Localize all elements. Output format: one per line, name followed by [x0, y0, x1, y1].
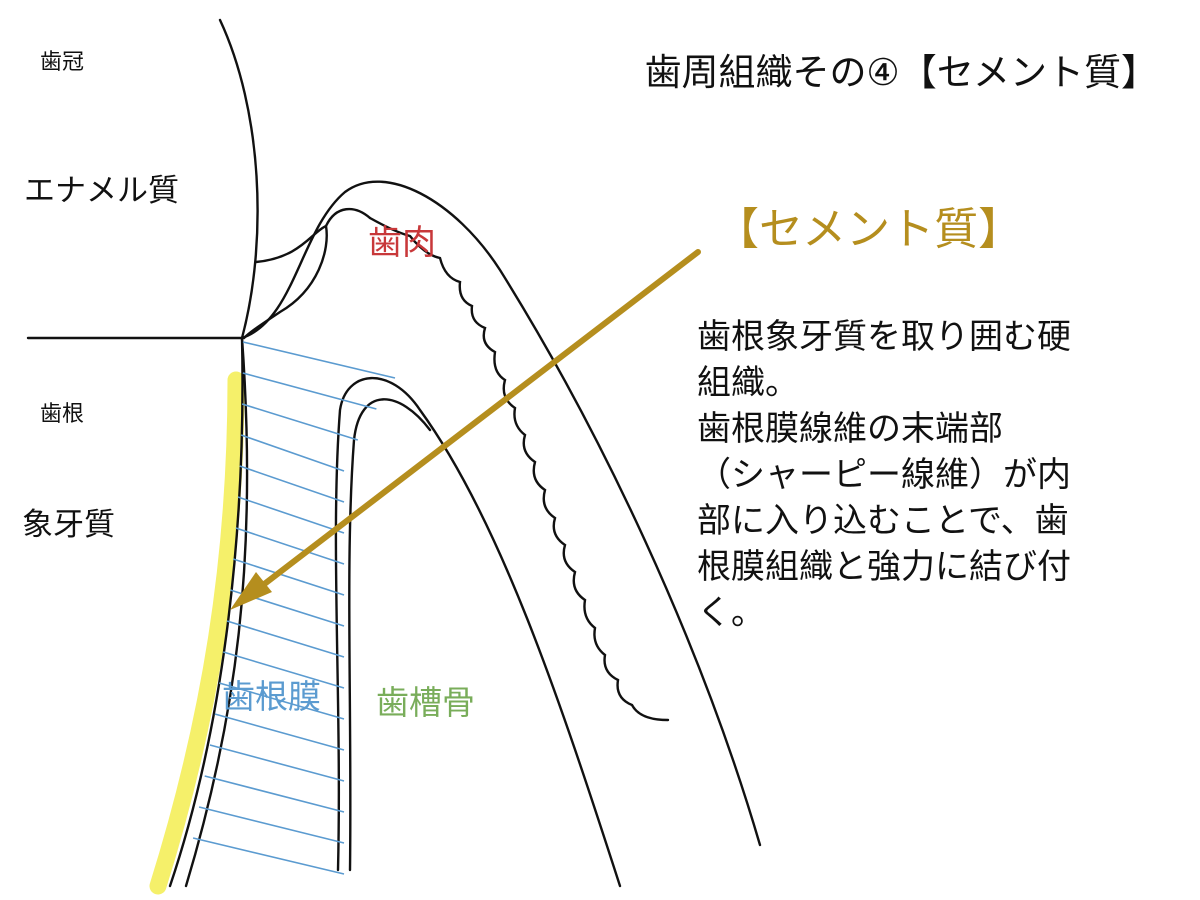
description-line: 部に入り込むことで、歯 — [697, 501, 1069, 541]
periodontal-ligament-fiber — [198, 806, 345, 844]
periodontal-ligament-fiber — [237, 496, 345, 534]
gingiva-outer-line — [240, 180, 762, 847]
gingiva-label: 歯肉 — [368, 223, 436, 263]
gingiva-epithelium-wavy-line — [368, 216, 670, 722]
periodontal-ligament-fiber — [235, 527, 345, 565]
periodontal-ligament-fiber — [232, 558, 345, 596]
periodontal-ligament-fiber — [214, 713, 345, 751]
enamel-label: エナメル質 — [24, 173, 179, 209]
description-line: 歯根膜線維の末端部 — [697, 409, 1003, 449]
periodontal-ligament-fiber — [223, 651, 345, 689]
periodontal-ligament-fiber — [209, 744, 345, 782]
dentin-label: 象牙質 — [22, 507, 115, 543]
periodontal-ligament-fiber — [204, 775, 345, 813]
arrow-head-icon — [230, 572, 272, 610]
alveolar-bone-outer-line — [334, 376, 622, 888]
root-label: 歯根 — [40, 402, 85, 427]
description-line: 組織。 — [697, 363, 799, 403]
periodontal-ligament-fiber — [242, 341, 396, 379]
root-surface-line — [168, 336, 244, 888]
cementum-outer-line — [184, 336, 249, 888]
cementum-pointer-arrow — [247, 249, 701, 598]
enamel-surface-line — [218, 18, 259, 340]
page-title: 歯周組織その④【セメント質】 — [644, 51, 1158, 94]
description-line: く。 — [697, 593, 765, 633]
description-line: （シャーピー線維）が内 — [697, 455, 1071, 495]
periodontal-ligament-label: 歯根膜 — [222, 677, 321, 716]
description-line: 根膜組織と強力に結び付 — [697, 547, 1071, 587]
gingiva-inner-line — [324, 208, 372, 228]
periodontal-ligament-fiber — [241, 403, 359, 441]
periodontal-ligament-fiber — [192, 837, 345, 875]
cementum-highlight — [149, 371, 245, 895]
periodontal-ligament-fiber — [226, 620, 345, 658]
periodontal-ligament-fiber — [242, 372, 377, 410]
description-line: 歯根象牙質を取り囲む硬 — [697, 317, 1071, 357]
cementum-heading: 【セメント質】 — [715, 204, 1023, 255]
alveolar-bone-label: 歯槽骨 — [376, 683, 475, 722]
cementum-description: 歯根象牙質を取り囲む硬 組織。 歯根膜線維の末端部 （シャーピー線維）が内 部に… — [697, 314, 1167, 636]
periodontal-ligament-fiber — [240, 434, 345, 472]
gingival-sulcus-line — [242, 224, 328, 340]
alveolar-bone-inner-line — [348, 398, 432, 872]
periodontal-ligament-fiber — [239, 465, 345, 503]
periodontal-ligament-fiber — [218, 682, 345, 720]
crown-label: 歯冠 — [40, 50, 85, 75]
